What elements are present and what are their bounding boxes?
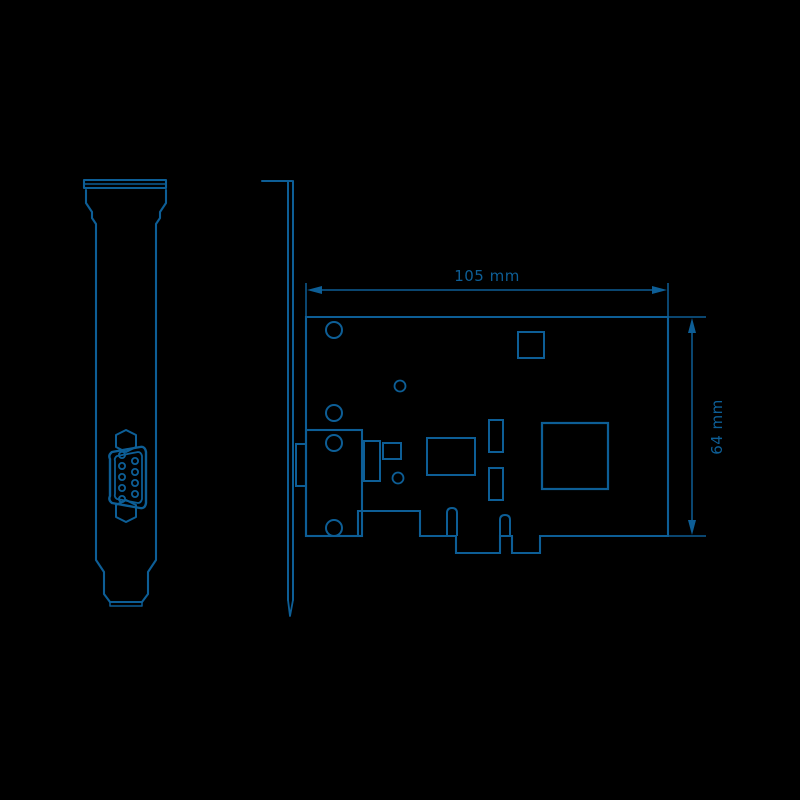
chip-tiny	[382, 442, 402, 460]
mounting-holes	[325, 321, 343, 537]
dimension-height	[664, 316, 706, 537]
dimension-length	[305, 283, 669, 318]
component-vertical-left	[363, 440, 381, 482]
pcb-outline	[304, 315, 670, 555]
bracket-outline	[84, 188, 168, 604]
capacitor-2	[488, 467, 504, 501]
dimension-height-label: 64 mm	[708, 399, 726, 455]
chip-small-top	[517, 331, 545, 359]
mounting-hole-2	[325, 404, 343, 422]
arrow-bottom	[688, 520, 696, 535]
vias	[391, 379, 407, 485]
via-1	[393, 379, 407, 393]
view-bracket-edge	[261, 180, 294, 617]
pci-key-notch-1	[446, 506, 458, 536]
bracket-edge-tip	[287, 599, 294, 617]
bracket-top-flange	[82, 178, 168, 190]
arrow-right	[652, 286, 667, 294]
db9-pin-row-b	[130, 456, 139, 498]
arrow-top	[688, 318, 696, 333]
dimension-length-label: 105 mm	[454, 267, 520, 285]
mounting-hole-3	[325, 434, 343, 452]
db9-pin-row-a	[118, 450, 127, 503]
chip-large	[540, 421, 610, 491]
view-pcb-top	[295, 315, 670, 555]
via-2	[391, 471, 405, 485]
pci-key-notch-2	[499, 513, 511, 536]
bracket-foot-line	[109, 601, 143, 607]
mounting-hole-4	[325, 519, 343, 537]
view-front-bracket	[82, 178, 168, 607]
mounting-hole-1	[325, 321, 343, 339]
arrow-left	[307, 286, 322, 294]
db9-nose	[295, 443, 306, 487]
chip-mid	[426, 437, 476, 476]
db9-shell-outer	[108, 445, 148, 510]
capacitor-1	[488, 419, 504, 453]
db9-shell-inner	[113, 451, 143, 504]
